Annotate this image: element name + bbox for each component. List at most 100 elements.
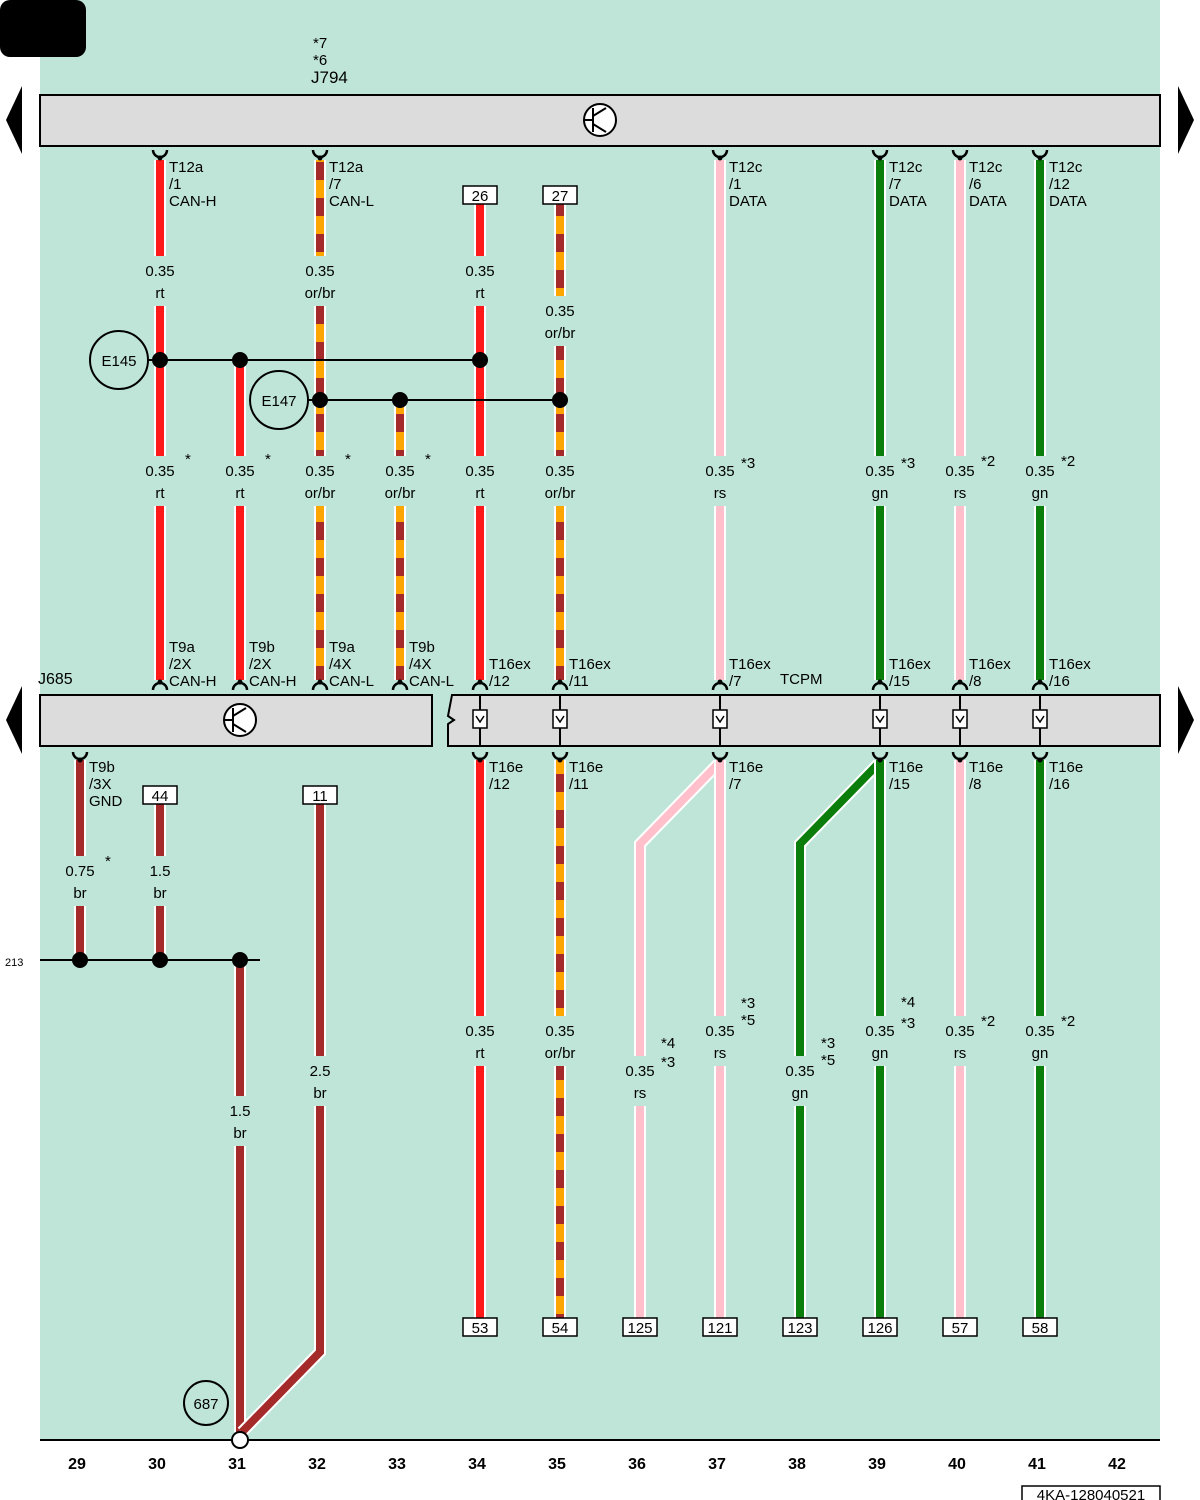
arrow-right-mid-icon — [1178, 686, 1194, 754]
column-number: 34 — [468, 1456, 486, 1473]
component-j794: *7 *6 J794 — [39, 35, 1161, 147]
splice-dot — [392, 392, 408, 408]
footnote: *3 — [741, 455, 755, 472]
svg-text:121: 121 — [707, 1320, 732, 1337]
pin-label: /4X — [409, 656, 432, 673]
tcpm-bar — [446, 694, 1161, 747]
footnote: * — [425, 451, 431, 468]
pin-label: /7 — [329, 176, 342, 193]
j794-note-1: *7 — [313, 35, 327, 52]
svg-text:54: 54 — [552, 1320, 569, 1337]
pin-label: GND — [89, 793, 123, 810]
pin-label: /7 — [729, 673, 742, 690]
footnote: *5 — [821, 1052, 835, 1069]
pin-symbol — [1031, 679, 1049, 691]
svg-text:57: 57 — [952, 1320, 969, 1337]
wire-size: 0.35 — [225, 463, 254, 480]
footnote: *5 — [741, 1012, 755, 1029]
pin-label: T12c — [729, 159, 763, 176]
pin-label: T12c — [1049, 159, 1083, 176]
splice-dot — [312, 392, 328, 408]
wire-color: gn — [872, 485, 889, 502]
pin-label: T16e — [569, 759, 603, 776]
ref-box-11: 11 — [302, 785, 338, 805]
link-icon — [1032, 695, 1048, 746]
pin-label: T16ex — [569, 656, 611, 673]
wire-labels: 0.35 rt 0.35 or/br 0.35 rt 0.35 or/br 0.… — [65, 263, 1054, 1142]
pin-symbol — [871, 751, 889, 763]
splice-dot — [152, 952, 168, 968]
pin-label: /16 — [1049, 673, 1070, 690]
wire-size: 0.35 — [465, 1023, 494, 1040]
footnote: *4 — [901, 994, 915, 1011]
pin-label: CAN-L — [409, 673, 454, 690]
pin-connectors — [71, 149, 1049, 763]
ref-box-54: 54 — [542, 1317, 578, 1337]
ref-box-58: 58 — [1022, 1317, 1058, 1337]
wire-color: rs — [954, 485, 967, 502]
wire-color: gn — [872, 1045, 889, 1062]
pin-symbol — [951, 751, 969, 763]
svg-text:58: 58 — [1032, 1320, 1049, 1337]
pin-symbol — [711, 679, 729, 691]
column-number: 35 — [548, 1456, 566, 1473]
pin-label: T12c — [889, 159, 923, 176]
tcpm-label: TCPM — [780, 671, 823, 688]
arrow-left-top-icon — [6, 86, 22, 154]
component-tcpm: TCPM — [446, 671, 1161, 747]
wire-color: or/br — [305, 285, 336, 302]
wire-color: br — [313, 1085, 326, 1102]
footnote: *3 — [901, 455, 915, 472]
splice-dot — [152, 352, 168, 368]
pin-label: /1 — [729, 176, 742, 193]
pin-label: T9b — [249, 639, 275, 656]
pin-symbol — [471, 679, 489, 691]
wire-size: 0.35 — [545, 1023, 574, 1040]
footnote: *2 — [1061, 1013, 1075, 1030]
link-icon — [472, 695, 488, 746]
pin-label: CAN-L — [329, 673, 374, 690]
pin-symbol — [471, 751, 489, 763]
wire-color: gn — [1032, 1045, 1049, 1062]
pin-symbol — [1031, 149, 1049, 161]
j794-note-2: *6 — [313, 52, 327, 69]
pin-label: DATA — [1049, 193, 1087, 210]
wire-color: br — [233, 1125, 246, 1142]
wire-color: or/br — [305, 485, 336, 502]
wire-38 — [794, 759, 883, 1318]
wire-size: 0.35 — [865, 463, 894, 480]
pin-label: T16e — [729, 759, 763, 776]
wire-color: rt — [235, 485, 245, 502]
wire-size: 0.35 — [305, 263, 334, 280]
pin-symbol — [71, 751, 89, 763]
pin-label: /3X — [89, 776, 112, 793]
pin-label: /12 — [489, 673, 510, 690]
footnote: *4 — [661, 1035, 675, 1052]
pin-label: T16e — [969, 759, 1003, 776]
ref-box-123: 123 — [782, 1317, 818, 1337]
column-number: 42 — [1108, 1456, 1126, 1473]
wire-color: rt — [475, 285, 485, 302]
column-number: 38 — [788, 1456, 806, 1473]
svg-text:53: 53 — [472, 1320, 489, 1337]
pin-symbol — [151, 149, 169, 161]
pin-label: /15 — [889, 776, 910, 793]
svg-text:123: 123 — [787, 1320, 812, 1337]
pin-label: /12 — [1049, 176, 1070, 193]
splice-dot — [232, 952, 248, 968]
wire-g32 — [237, 804, 326, 1437]
pin-label: DATA — [889, 193, 927, 210]
wire-size: 0.35 — [1025, 463, 1054, 480]
footnote: * — [105, 853, 111, 870]
column-number: 31 — [228, 1456, 246, 1473]
left-reference: 213 — [5, 957, 23, 969]
wire-color: rt — [475, 1045, 485, 1062]
wire-color: rt — [475, 485, 485, 502]
link-icon — [872, 695, 888, 746]
wire-size: 0.35 — [545, 303, 574, 320]
wire-color: rs — [714, 485, 727, 502]
footnote: *2 — [1061, 453, 1075, 470]
footnote: * — [345, 451, 351, 468]
pin-label: /2X — [169, 656, 192, 673]
